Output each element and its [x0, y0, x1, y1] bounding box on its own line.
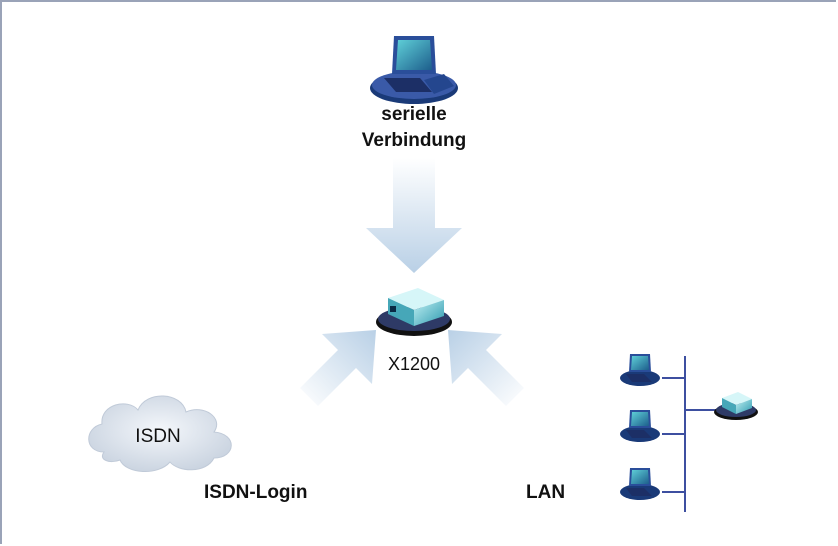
arrow-isdn — [300, 330, 376, 406]
router-icon — [376, 288, 452, 336]
serial-label-line1: serielle — [381, 104, 447, 125]
cloud-label: ISDN — [135, 426, 181, 447]
lan-computer-icon — [620, 468, 660, 500]
lan-router-icon — [714, 392, 758, 420]
lan-bus — [662, 356, 716, 512]
cloud-icon — [88, 395, 232, 473]
lan-label: LAN — [526, 482, 566, 503]
isdn-login-label: ISDN-Login — [204, 482, 308, 503]
device-label: X1200 — [387, 354, 441, 374]
computer-icon — [370, 36, 458, 104]
lan-computer-icon — [620, 410, 660, 442]
arrow-serial — [366, 158, 462, 273]
serial-label-line2: Verbindung — [361, 130, 467, 151]
lan-computer-icon — [620, 354, 660, 386]
arrow-lan — [448, 330, 524, 406]
